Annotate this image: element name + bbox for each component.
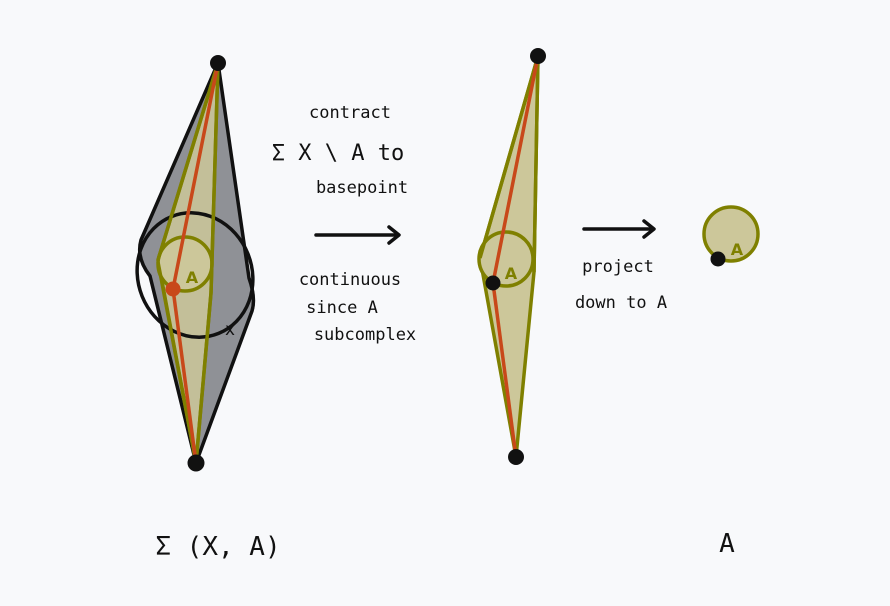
contract-label-line-2: Σ X \ A to <box>272 141 404 166</box>
middle-bottom-point <box>508 449 524 465</box>
middle-olive-line-right <box>532 55 540 273</box>
right-a-label: A <box>731 240 744 259</box>
middle-top-point <box>530 48 546 64</box>
basepoint-dot <box>165 281 181 297</box>
bottom-cone-point <box>187 454 205 472</box>
continuity-note-line-1: continuous <box>299 270 401 290</box>
continuity-note-line-3: subcomplex <box>314 325 416 345</box>
continuity-note-line-2: since A <box>306 298 378 318</box>
right-caption: A <box>719 529 735 559</box>
right-a-disk <box>702 205 760 263</box>
olive-line-left <box>156 62 220 261</box>
middle-olive-line-left <box>478 55 540 259</box>
olive-line-lower-right <box>194 292 213 464</box>
middle-contracted-figure: A <box>477 48 546 465</box>
middle-a-label: A <box>505 264 518 283</box>
left-a-label: A <box>186 268 199 287</box>
left-caption: Σ (X, A) <box>155 532 280 562</box>
project-label-line-2: down to A <box>575 293 667 313</box>
middle-basepoint-line-top <box>491 55 540 284</box>
contract-label-line-3: basepoint <box>316 178 408 198</box>
basepoint-line-bottom <box>171 288 198 464</box>
basepoint-line-top <box>171 62 220 290</box>
contract-arrow <box>314 225 401 245</box>
top-cone-point <box>210 55 226 71</box>
olive-line-lower-left <box>156 261 198 464</box>
olive-line-right <box>209 62 220 294</box>
middle-basepoint-dot <box>485 275 501 291</box>
project-label-line-1: project <box>582 257 654 277</box>
project-arrow <box>582 219 656 239</box>
left-x-label: x <box>225 320 235 340</box>
right-a-figure: A <box>702 205 760 267</box>
right-basepoint-dot <box>710 251 726 267</box>
contract-label-line-1: contract <box>309 103 391 123</box>
left-suspension-figure: A x <box>135 55 256 472</box>
middle-basepoint-line-bottom <box>491 282 518 458</box>
